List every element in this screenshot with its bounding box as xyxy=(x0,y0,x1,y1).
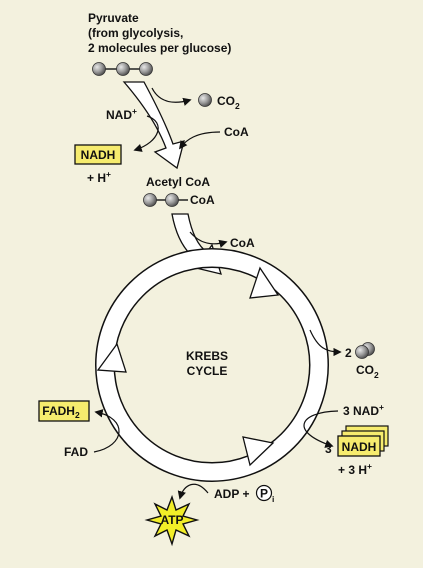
co2-molecules-icon xyxy=(355,342,375,359)
nad-reduction-arrow xyxy=(133,115,159,152)
atp-star-badge xyxy=(144,494,200,547)
coa-input-arrow xyxy=(178,131,221,150)
phosphate-icon: P i xyxy=(255,484,274,504)
acetyl-coa-molecule xyxy=(143,193,188,207)
coa-output-label: CoA xyxy=(230,236,255,250)
pyruvate-to-acetyl-arrow xyxy=(122,81,185,170)
co2-release-arrow xyxy=(151,87,192,106)
co2-count: 2 xyxy=(345,346,352,360)
fad-reduction-arrow xyxy=(93,409,120,453)
pyruvate-count: 2 molecules per glucose) xyxy=(88,41,231,55)
nad-label-1: NAD+ xyxy=(106,106,137,122)
ring-arrowhead-left xyxy=(96,342,127,373)
nad-reduction-arrow-2 xyxy=(303,410,339,448)
fad-label: FAD xyxy=(64,445,88,459)
ring-arrowhead-upper-right xyxy=(249,266,280,299)
pyruvate-molecule xyxy=(92,62,153,76)
co2-label-1: CO2 xyxy=(217,94,240,111)
pyruvate-title: Pyruvate xyxy=(88,11,139,25)
acetyl-coa-attached-label: CoA xyxy=(190,193,215,207)
nadh-stack-box xyxy=(337,425,389,457)
adp-label: ADP + xyxy=(214,487,249,501)
fadh2-label: FADH2 xyxy=(42,404,80,420)
krebs-label: KREBS xyxy=(186,349,228,363)
nadh-box-1 xyxy=(74,144,122,165)
h-plus-label-1: + H+ xyxy=(87,169,111,185)
co2-molecule-icon xyxy=(198,93,212,107)
atp-label: ATP xyxy=(160,513,183,527)
svg-text:i: i xyxy=(272,494,274,504)
ring-arrowhead-lower-right xyxy=(242,436,275,467)
h-plus-label-2: + 3 H+ xyxy=(338,461,372,477)
fadh2-box xyxy=(38,400,90,422)
svg-text:P: P xyxy=(260,487,268,501)
atp-synthesis-arrow xyxy=(177,483,209,500)
cycle-label: CYCLE xyxy=(187,364,228,378)
nad-label-2: 3 NAD+ xyxy=(343,402,384,418)
nadh-count: 3 xyxy=(325,442,332,456)
coa-output-arrow xyxy=(189,231,228,248)
nadh-label-1: NADH xyxy=(81,148,116,162)
coa-input-label: CoA xyxy=(224,125,249,139)
nadh-label-2: NADH xyxy=(342,440,377,454)
co2-release-arrow-2 xyxy=(309,329,342,357)
pyruvate-source: (from glycolysis, xyxy=(88,26,183,40)
co2-label-2: CO2 xyxy=(356,363,379,380)
acetyl-coa-title: Acetyl CoA xyxy=(146,175,210,189)
